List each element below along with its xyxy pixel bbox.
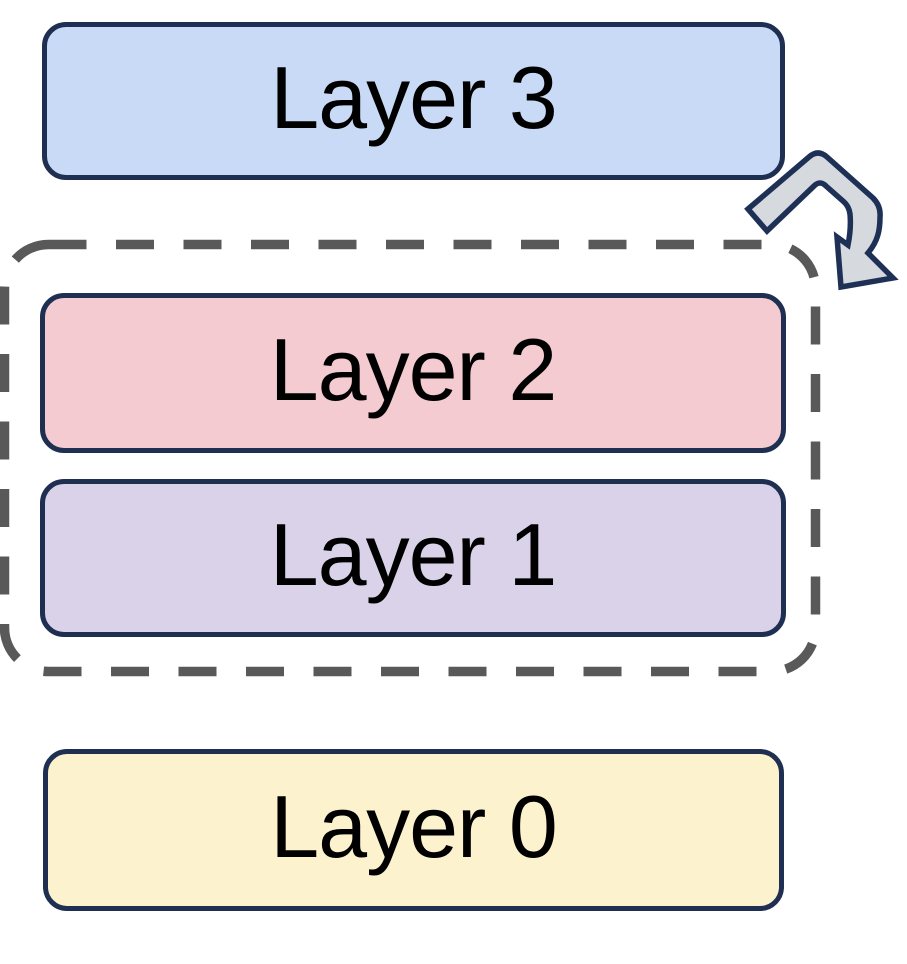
loop-arrow-shape	[744, 150, 899, 291]
group-dashed-border	[0, 239, 821, 677]
layer-0-box: Layer 0	[43, 749, 784, 911]
loop-arrow-icon	[744, 150, 899, 291]
layer-3-box: Layer 3	[42, 22, 785, 180]
layer-1-box: Layer 1	[40, 479, 786, 637]
layer-2-label: Layer 2	[269, 320, 558, 419]
layer-2-box: Layer 2	[40, 293, 786, 453]
layer-3-label: Layer 3	[270, 48, 558, 147]
layer-1-label: Layer 1	[269, 505, 558, 604]
layer-0-label: Layer 0	[270, 777, 558, 876]
